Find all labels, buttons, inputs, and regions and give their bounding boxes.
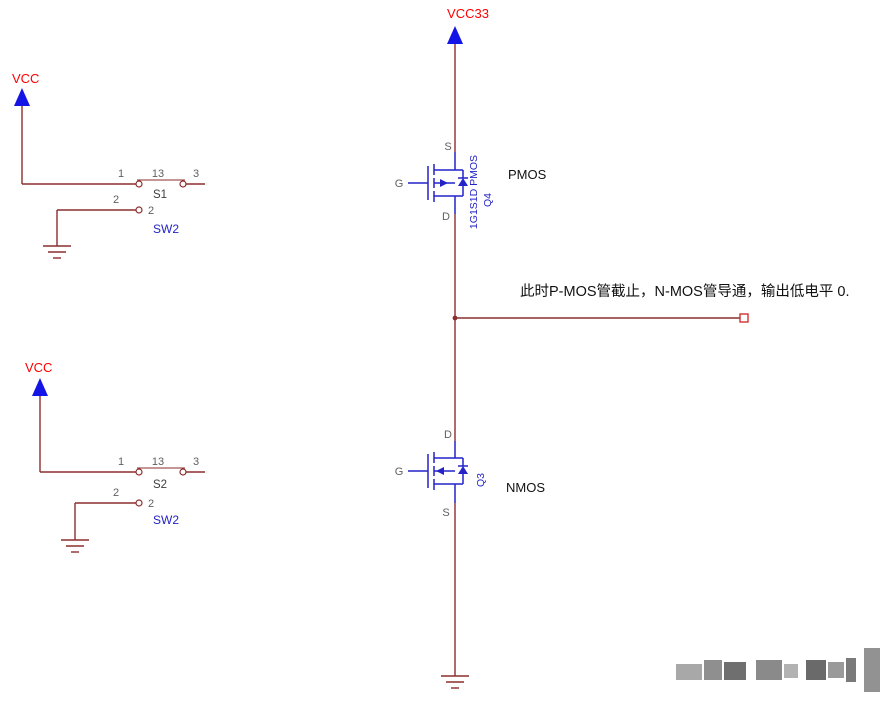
vcc-bottom-power-port: VCC (25, 360, 52, 396)
s2-pin2-outer-label: 2 (113, 487, 119, 499)
vcc-top-power-port: VCC (12, 71, 39, 106)
nmos-pin-g-label: G (395, 466, 404, 478)
pmos-pin-s-label: S (444, 141, 451, 153)
pmos-pin-g-label: G (395, 178, 404, 190)
pmos-part-text: 1G1S1D PMOS (468, 155, 480, 229)
s1-pin13-label: 13 (152, 168, 164, 180)
vcc-bottom-label: VCC (25, 360, 52, 375)
ground-icon (61, 539, 89, 553)
s2-pin13-label: 13 (152, 456, 164, 468)
s1-pin1-label: 1 (118, 168, 124, 180)
pmos-pin-d-label: D (442, 211, 450, 223)
output-port[interactable] (739, 313, 749, 323)
ground-icon (441, 675, 469, 689)
pmos-transistor[interactable]: S D G 1G1S1D PMOS Q4 (395, 141, 494, 229)
s2-pin3-label: 3 (193, 456, 199, 468)
switch-s1[interactable]: 1 13 3 S1 2 2 SW2 (113, 168, 205, 236)
s2-comment: SW2 (153, 513, 179, 527)
s2-designator: S2 (153, 479, 167, 491)
pmos-body-diode-icon (458, 178, 468, 186)
vcc33-power-port: VCC33 (447, 6, 489, 44)
switch-s2[interactable]: 1 13 3 S2 2 2 SW2 (113, 456, 205, 527)
s1-pin3-label: 3 (193, 168, 199, 180)
nmos-pin-d-label: D (444, 429, 452, 441)
s1-pin2-outer-label: 2 (113, 194, 119, 206)
s2-pin1-label: 1 (118, 456, 124, 468)
nmos-designator: Q3 (475, 473, 487, 487)
s1-comment: SW2 (153, 222, 179, 236)
vcc-top-arrow-icon (14, 88, 30, 106)
annotation-text: 此时P-MOS管截止，N-MOS管导通，输出低电平 0. (520, 283, 849, 300)
pmos-arrow-icon (440, 179, 448, 187)
ground-icon (43, 245, 71, 259)
nmos-arrow-icon (436, 467, 444, 475)
vcc33-label: VCC33 (447, 6, 489, 21)
pmos-designator: Q4 (482, 193, 494, 207)
watermark (676, 648, 880, 692)
vcc-top-label: VCC (12, 71, 39, 86)
vcc33-arrow-icon (447, 26, 463, 44)
vcc-bottom-arrow-icon (32, 378, 48, 396)
nmos-pin-s-label: S (442, 507, 449, 519)
wire-s1-to-ground (56, 209, 136, 246)
nmos-transistor[interactable]: D S G Q3 (395, 429, 487, 519)
s2-pin2-inner-label: 2 (148, 498, 154, 510)
wire-vcc-to-s1 (21, 106, 136, 185)
wire-s2-to-ground (74, 502, 136, 540)
nmos-type-label: NMOS (506, 480, 545, 495)
pmos-type-label: PMOS (508, 167, 547, 182)
wire-vcc-to-s2 (39, 396, 136, 473)
s1-designator: S1 (153, 189, 167, 201)
s1-pin2-inner-label: 2 (148, 205, 154, 217)
nmos-body-diode-icon (458, 466, 468, 474)
